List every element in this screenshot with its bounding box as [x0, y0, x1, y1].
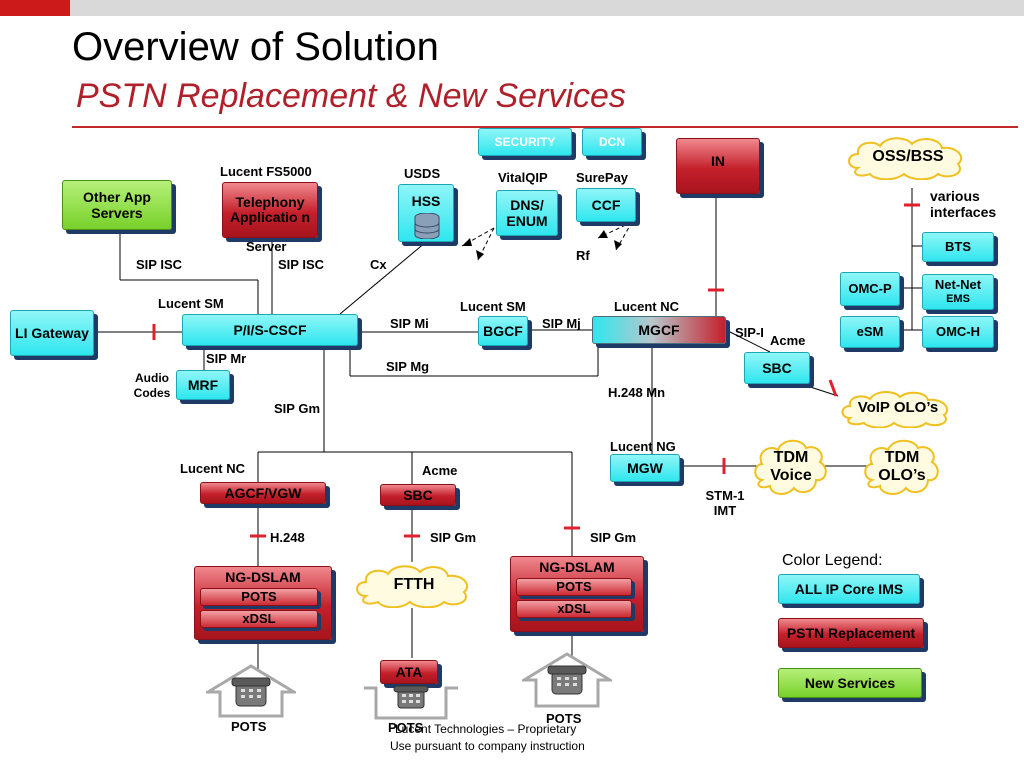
oss-bss-cloud: OSS/BSS: [844, 134, 972, 180]
ng-dslam-left-pots: POTS: [200, 588, 318, 606]
tdm-voice-cloud: TDM Voice: [752, 436, 830, 498]
security-node: SECURITY: [478, 128, 572, 156]
telephony-server-label: Server: [246, 239, 287, 254]
house-phone-right-icon: [522, 652, 612, 708]
footer-instruction: Use pursuant to company instruction: [390, 739, 585, 753]
legend-heading: Color Legend:: [782, 552, 883, 569]
lucent-nc-label-1: Lucent NC: [614, 299, 679, 314]
pots-label-left: POTS: [231, 719, 267, 734]
net-net-ems-node: Net-Net EMS: [922, 274, 994, 310]
lucent-fs5000-label: Lucent FS5000: [220, 164, 312, 179]
legend-new-services: New Services: [778, 668, 922, 698]
database-icon: [414, 213, 440, 239]
acme-label-2: Acme: [422, 463, 458, 478]
sip-i-label: SIP-I: [735, 325, 764, 340]
mgw-node: MGW: [610, 454, 680, 482]
legend-pstn-replacement: PSTN Replacement: [778, 618, 924, 648]
sip-mi-label: SIP Mi: [390, 316, 429, 331]
sip-mj-label: SIP Mj: [542, 316, 581, 331]
cx-label: Cx: [370, 257, 387, 272]
sip-mr-label: SIP Mr: [206, 351, 247, 366]
omc-h-node: OMC-H: [922, 316, 994, 348]
net-net-label: Net-Net: [934, 277, 982, 292]
lucent-sm-label-1: Lucent SM: [158, 296, 224, 311]
ng-dslam-left-title: NG-DSLAM: [225, 569, 301, 585]
ng-dslam-right-pots: POTS: [516, 578, 632, 596]
hss-node: HSS: [398, 184, 454, 242]
voip-olo-label: VoIP OLO’s: [857, 399, 939, 416]
h248-label: H.248: [270, 530, 305, 545]
top-bar: [0, 0, 1024, 16]
omc-p-node: OMC-P: [840, 272, 900, 306]
legend-core-ims: ALL IP Core IMS: [778, 574, 920, 604]
sip-isc-label-1: SIP ISC: [136, 257, 183, 272]
top-bar-accent: [0, 0, 70, 16]
usds-label: USDS: [404, 166, 441, 181]
acme-label-1: Acme: [770, 333, 806, 348]
ccf-node: CCF: [576, 188, 636, 222]
h248-mn-label: H.248 Mn: [608, 385, 666, 400]
sip-gm-label-1: SIP Gm: [274, 401, 321, 416]
dcn-node: DCN: [582, 128, 642, 156]
esm-node: eSM: [840, 316, 900, 348]
surepay-label: SurePay: [576, 170, 629, 185]
sbc-access-node: SBC: [380, 484, 456, 506]
hss-label: HSS: [411, 193, 441, 209]
dns-enum-node: DNS/ ENUM: [496, 190, 558, 236]
stm1-imt-label: STM-1 IMT: [705, 488, 745, 518]
oss-bss-label: OSS/BSS: [872, 148, 944, 165]
sip-isc-label-2: SIP ISC: [278, 257, 325, 272]
slide-title: Overview of Solution: [72, 25, 439, 69]
sip-mg-label: SIP Mg: [386, 359, 430, 374]
pots-label-mid: POTS: [388, 720, 424, 735]
tdm-olo-label: TDM OLO’s: [878, 449, 926, 484]
various-interfaces-label: various interfaces: [930, 188, 997, 220]
mgcf-node: MGCF: [592, 316, 726, 344]
ng-dslam-right-title: NG-DSLAM: [539, 559, 615, 575]
bts-node: BTS: [922, 232, 994, 262]
in-node: IN: [676, 138, 760, 194]
telephony-application-node: Telephony Applicatio n: [222, 182, 318, 238]
vitalqip-label: VitalQIP: [498, 170, 548, 185]
li-gateway-node: LI Gateway: [10, 310, 94, 356]
tdm-olo-cloud: TDM OLO’s: [862, 436, 942, 498]
audio-codes-label: Audio Codes: [133, 371, 171, 400]
ng-dslam-right-xdsl: xDSL: [516, 600, 632, 618]
cscf-node: P/I/S-CSCF: [182, 314, 358, 346]
pots-label-right: POTS: [546, 711, 582, 726]
lucent-sm-label-2: Lucent SM: [460, 299, 526, 314]
sbc-acme-node: SBC: [744, 352, 810, 384]
mrf-node: MRF: [176, 370, 230, 400]
bgcf-node: BGCF: [478, 316, 528, 346]
agcf-vgw-node: AGCF/VGW: [200, 482, 326, 504]
lucent-ng-label: Lucent NG: [610, 439, 676, 454]
ng-dslam-left-xdsl: xDSL: [200, 610, 318, 628]
rf-label: Rf: [576, 248, 590, 263]
lucent-nc-label-2: Lucent NC: [180, 461, 245, 476]
sip-gm-label-2: SIP Gm: [430, 530, 477, 545]
tdm-voice-label: TDM Voice: [770, 449, 812, 484]
house-phone-mid-icon: [364, 685, 458, 720]
ems-label: EMS: [946, 293, 970, 305]
title-divider: [72, 126, 1018, 128]
footer-proprietary: Lucent Technologies – Proprietary: [395, 722, 577, 736]
slide-subtitle: PSTN Replacement & New Services: [76, 77, 626, 115]
other-app-servers-node: Other App Servers: [62, 180, 172, 230]
sip-gm-label-3: SIP Gm: [590, 530, 637, 545]
ftth-cloud: FTTH: [352, 562, 476, 608]
house-phone-left-icon: [206, 664, 296, 718]
ftth-label: FTTH: [393, 576, 435, 593]
ata-node: ATA: [380, 660, 438, 684]
voip-olo-cloud: VoIP OLO’s: [838, 388, 958, 428]
